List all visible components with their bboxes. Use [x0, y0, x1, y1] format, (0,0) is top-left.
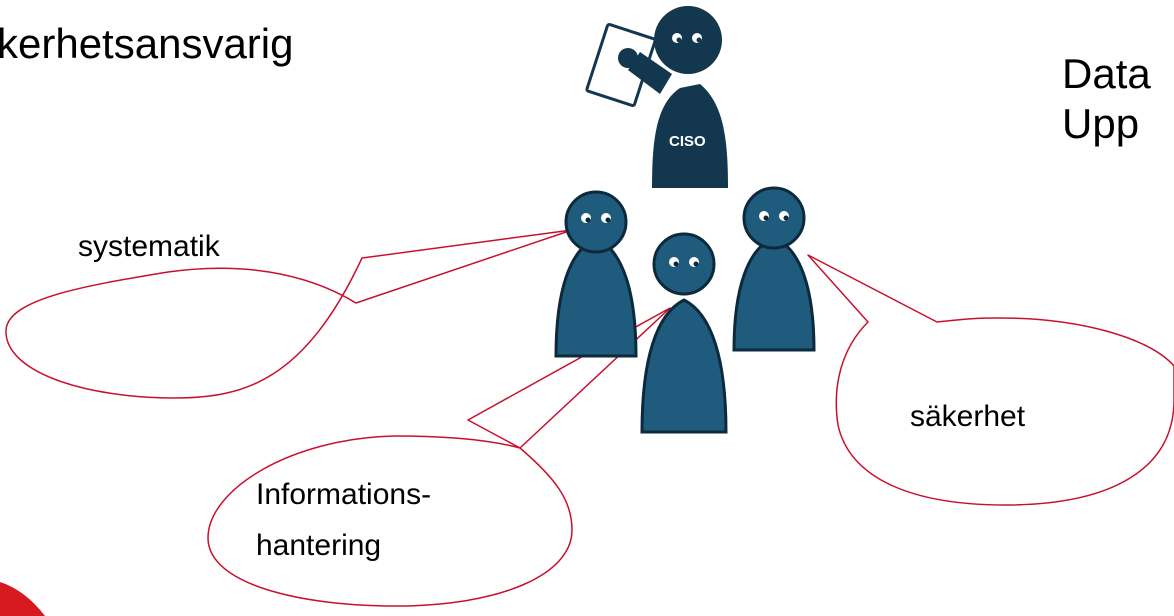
ciso-figure: CISO	[585, 6, 728, 188]
bubble-label-sakerhet: säkerhet	[910, 400, 1026, 433]
bubble-sakerhet	[807, 254, 1174, 506]
team-member-center	[640, 232, 728, 434]
team-member-right	[732, 186, 816, 352]
bubble-label-systematik: systematik	[78, 230, 220, 263]
bubble-informationshantering	[207, 307, 671, 607]
bubble-label-informations: Informations-	[256, 478, 432, 511]
bubble-systematik	[5, 229, 573, 399]
corner-accent-shape	[0, 582, 45, 616]
ciso-badge: CISO	[669, 133, 706, 150]
title-right-line1: Data	[1062, 50, 1151, 97]
title-right-line2: Upp	[1062, 100, 1140, 147]
title-left: kerhetsansvarig	[0, 20, 294, 67]
team-member-left	[554, 190, 638, 358]
bubble-label-hantering: hantering	[256, 529, 382, 562]
